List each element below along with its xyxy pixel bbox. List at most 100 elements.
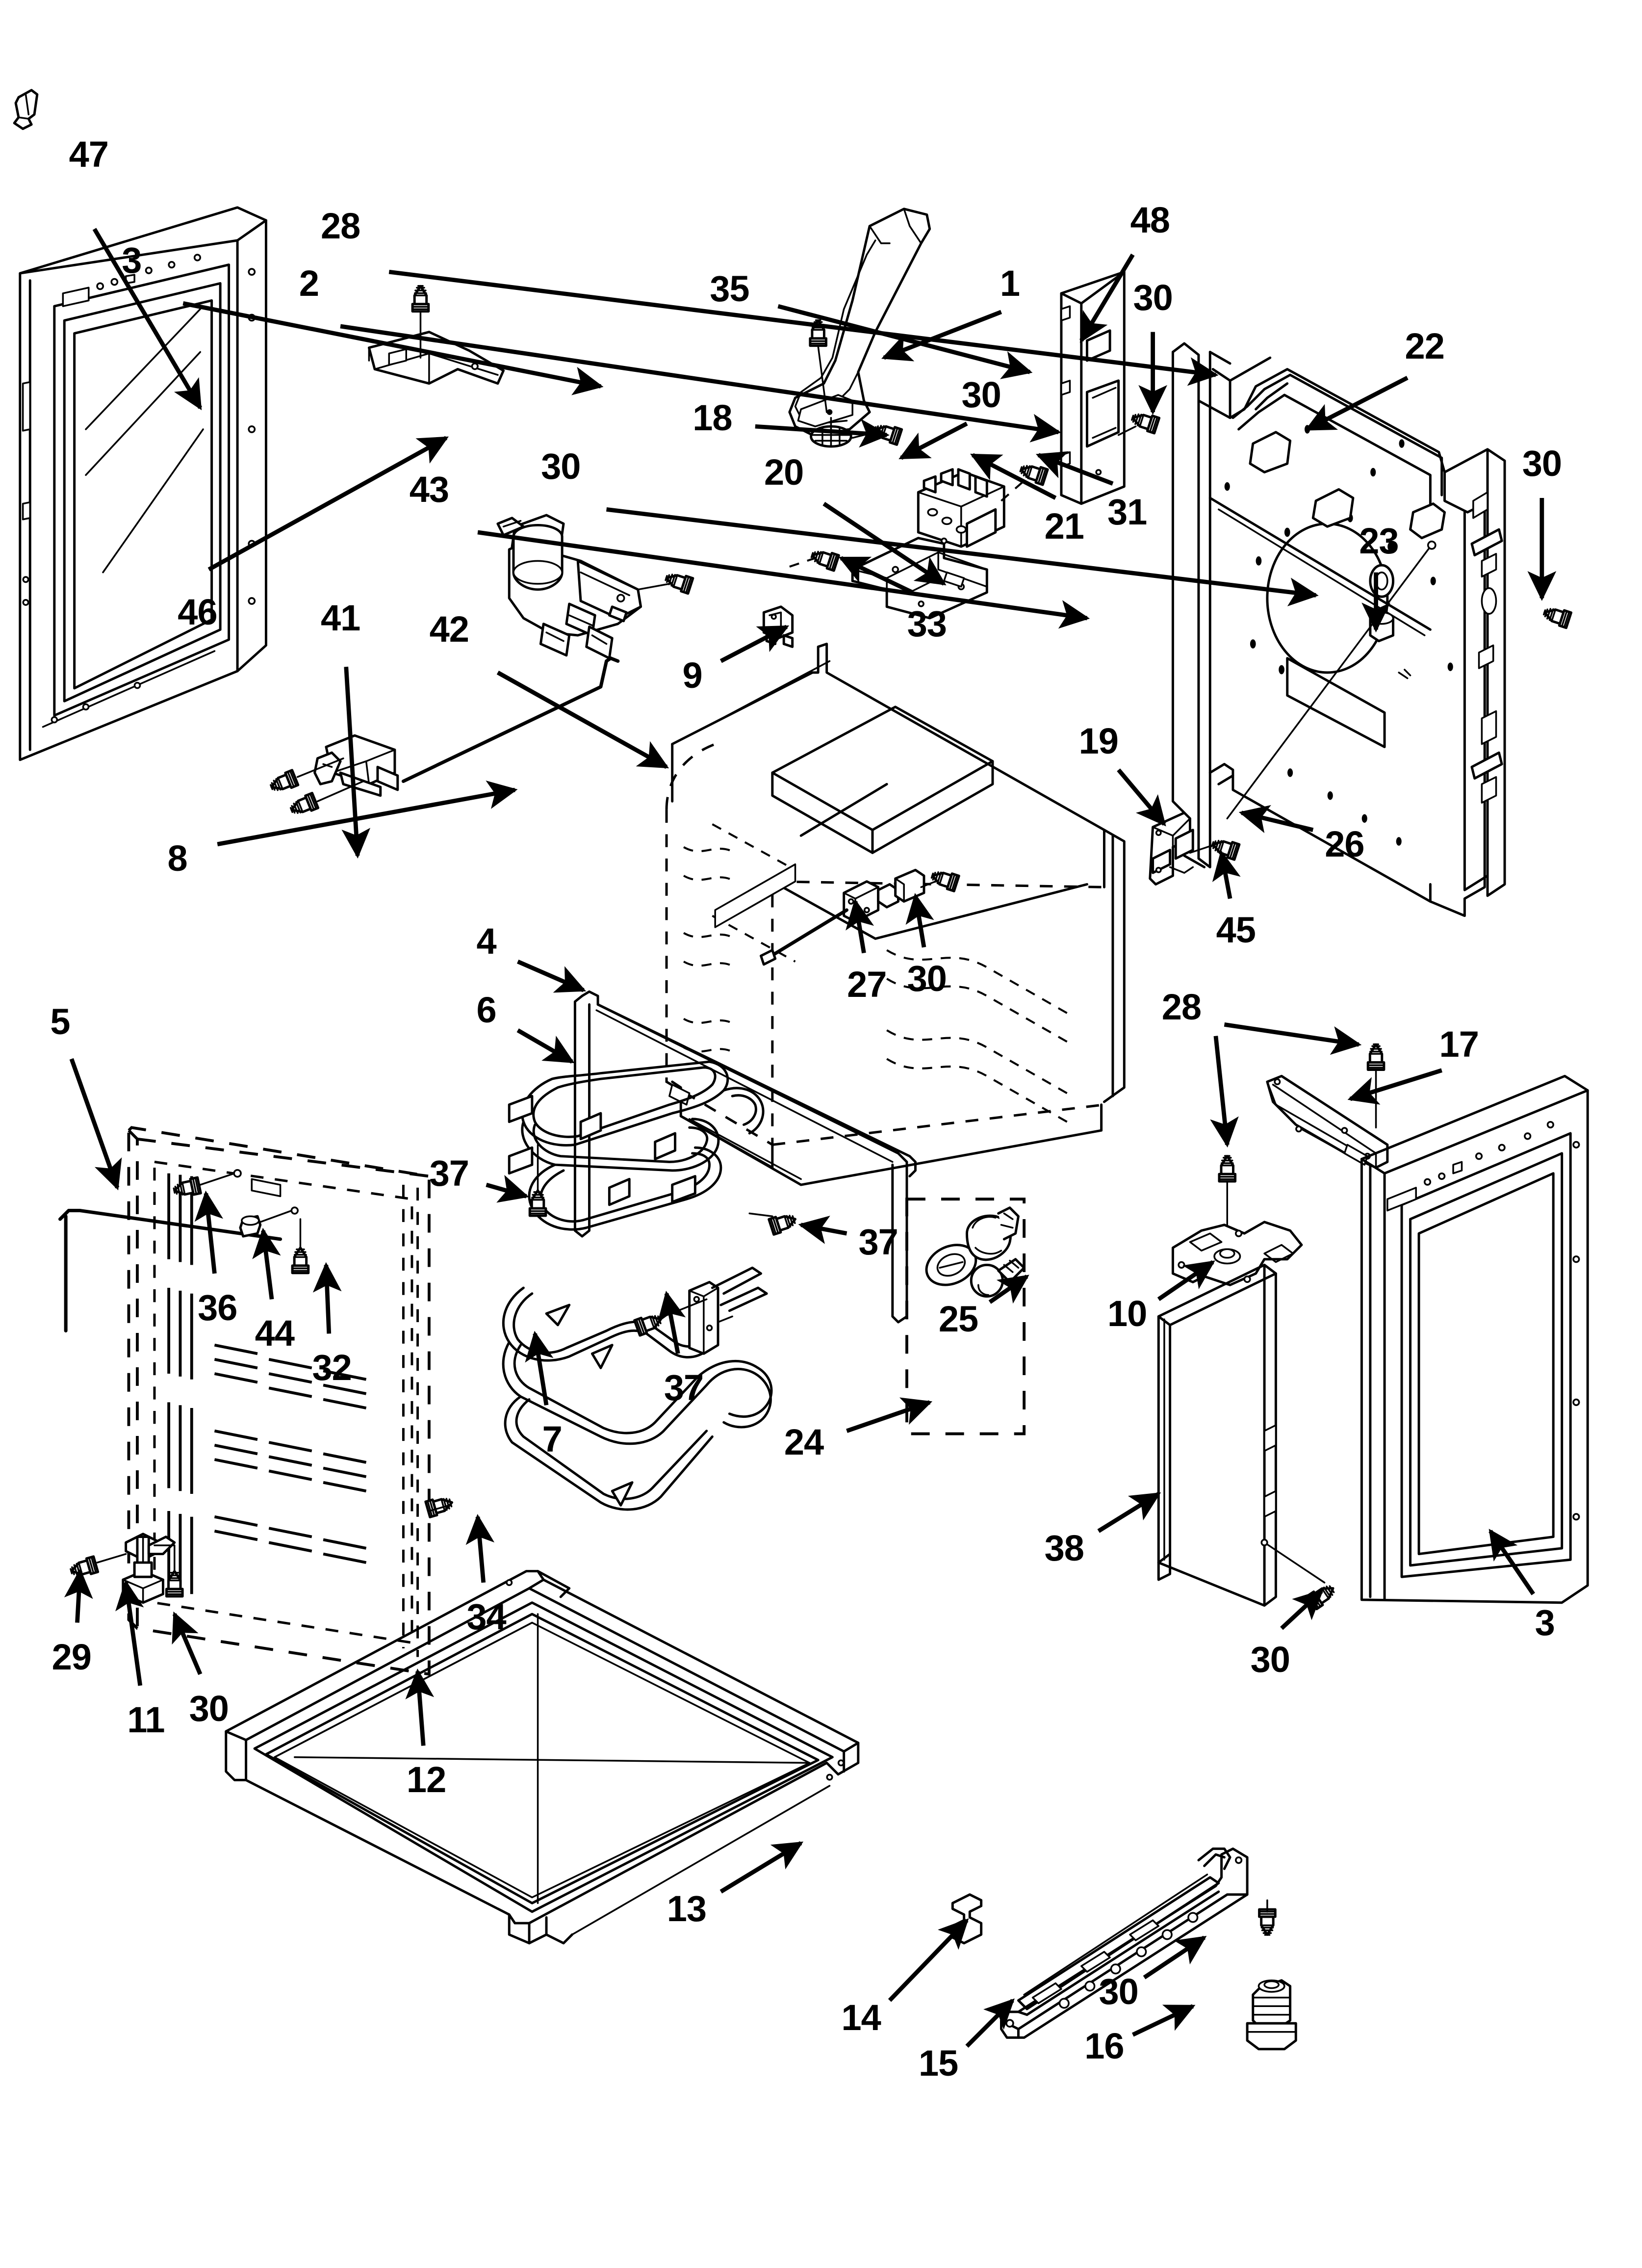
callout-number-30: 30 [1522,443,1562,484]
leader-arrow-3 [182,301,604,395]
callout-number-1: 1 [1000,262,1020,304]
part-9-clip [762,605,794,648]
callout-number-47: 47 [69,134,109,175]
part-30-screw-lock-motor [664,571,693,594]
leader-arrow-30 [905,893,934,948]
leader-arrow-30 [898,421,968,460]
part-26-leader-line [1226,546,1432,820]
callout-number-33: 33 [907,603,947,644]
leader-arrow-43 [477,530,1090,629]
leader-arrow-30 [1280,1589,1324,1630]
part-38-side-panel [1157,1263,1277,1607]
leader-arrow-26 [1238,805,1314,834]
part-23-bushing [1369,564,1395,598]
leader-arrow-18 [755,418,890,448]
part-8-screw-b [288,793,318,817]
callout-number-11: 11 [127,1699,165,1740]
part-17-door-hinge-bracket [1266,1074,1389,1169]
assembly-axis [637,583,670,591]
callout-number-32: 32 [312,1347,352,1388]
callout-number-21: 21 [1044,506,1084,547]
assembly-axis [96,1553,127,1564]
callout-number-37: 37 [664,1367,704,1408]
leader-arrow-12 [405,1668,435,1746]
callout-number-4: 4 [476,921,496,962]
leader-arrow-10 [1157,1260,1215,1301]
leader-arrow-6 [516,1028,575,1064]
part-30-screw-side-panel [1308,1582,1337,1609]
part-7-bake-element [502,1266,773,1511]
callout-number-5: 5 [50,1001,70,1042]
leader-arrow-37 [657,1291,686,1355]
leader-arrow-22 [1305,376,1409,431]
part-19-bracket [1149,811,1194,886]
part-3-left-door-frame [19,206,267,761]
callout-number-26: 26 [1325,823,1364,864]
leader-arrow-7 [525,1330,554,1406]
callout-number-30: 30 [541,445,581,487]
callout-number-48: 48 [1130,200,1170,241]
callout-number-2: 2 [299,262,319,304]
assembly-axis [154,1544,176,1572]
leader-arrow-21 [970,453,1057,500]
part-37-screw-b [769,1212,798,1235]
callout-number-44: 44 [255,1313,295,1354]
part-48-rear-cover-panel [1060,270,1126,505]
part-23-pin [1369,611,1395,643]
assembly-axis [748,1212,773,1217]
callout-number-30: 30 [961,374,1001,415]
leader-arrow-30 [1143,1935,1207,1980]
callout-number-28: 28 [320,205,360,246]
part-25-lamp-assembly [925,1206,1026,1298]
leader-arrow-24 [846,1397,933,1433]
callout-number-28: 28 [1161,987,1202,1028]
callout-number-22: 22 [1405,325,1445,366]
part-3-right-door [1360,1074,1589,1604]
leader-arrow-31 [1035,451,1114,486]
callout-number-34: 34 [466,1596,506,1637]
leader-arrow-30 [172,1611,203,1675]
leader-arrow-41 [341,666,371,859]
callout-number-10: 10 [1107,1293,1147,1334]
part-6-broil-element [508,1060,765,1231]
part-15-drawer-slide [1000,1847,1249,2039]
leader-arrow-9 [719,625,790,663]
callout-number-30: 30 [1099,1971,1138,2012]
callout-leader-lines [64,228,1557,2048]
part-45-screw [1210,836,1239,860]
callout-number-20: 20 [764,451,804,493]
leader-arrow-27 [846,898,874,954]
leader-arrow-37 [798,1215,847,1244]
callout-number-31: 31 [1107,492,1147,533]
leader-arrow-37 [486,1174,529,1203]
leader-arrow-5 [69,1058,122,1191]
assembly-axis [316,780,364,803]
callout-number-23: 23 [1359,520,1399,561]
callout-number-27: 27 [847,964,887,1005]
part-21-terminal-block [917,468,1005,548]
callout-number-30: 30 [189,1688,229,1729]
leader-arrow-17 [1347,1068,1443,1105]
assembly-axis [1117,425,1137,436]
callout-number-29: 29 [51,1636,92,1677]
leader-arrow-14 [888,1918,969,2002]
leader-arrow-15 [965,1998,1015,2048]
mount-hole [290,1206,299,1215]
callout-number-30: 30 [1133,277,1173,318]
leader-arrow-16 [1131,2004,1196,2037]
mount-hole [233,1169,242,1178]
callout-number-15: 15 [918,2042,958,2084]
part-24-phantom-outline [905,1198,1026,1435]
leader-arrow-13 [719,1841,804,1894]
callout-number-43: 43 [409,469,449,510]
leader-arrow-38 [1097,1492,1161,1533]
assembly-axis [1263,1541,1326,1584]
leader-arrow-46 [207,436,449,572]
part-36-screw [173,1177,201,1199]
callout-number-9: 9 [682,654,702,696]
callout-number-13: 13 [667,1888,707,1929]
part-14-clip [951,1893,983,1945]
leader-arrow-44 [252,1227,281,1300]
leader-arrow-25 [988,1275,1029,1304]
